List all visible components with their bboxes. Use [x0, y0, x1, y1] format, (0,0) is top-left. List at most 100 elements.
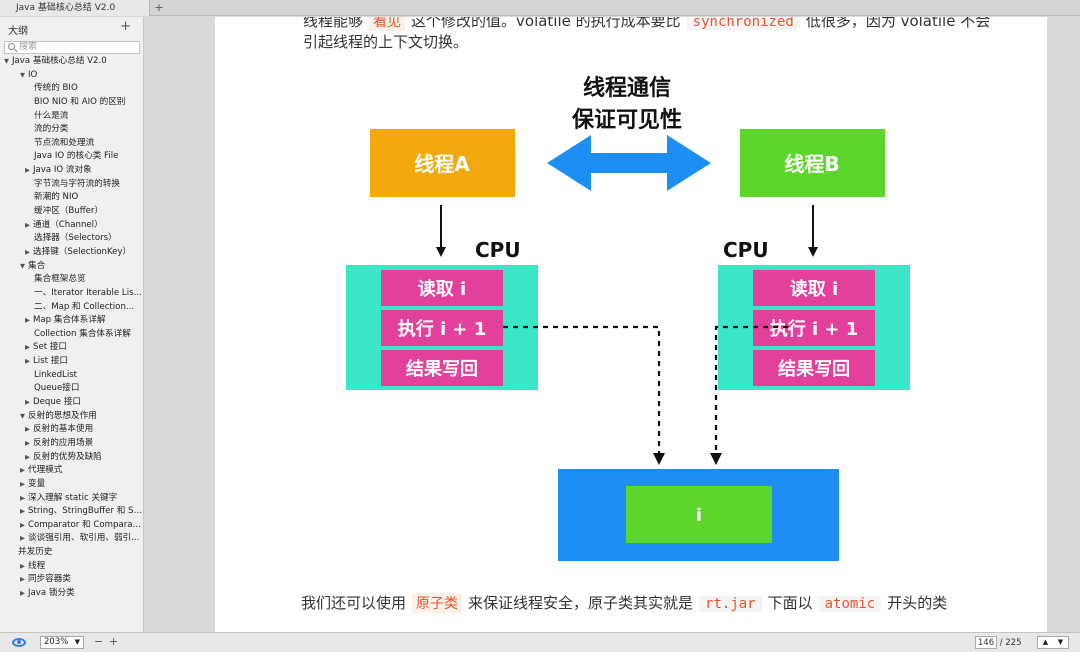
outline-item[interactable]: 传统的 BIO	[0, 82, 143, 96]
outline-item-label: 反射的优势及缺陷	[33, 451, 102, 462]
disclosure-closed-icon[interactable]: ▶	[20, 588, 25, 597]
disclosure-open-icon[interactable]: ▼	[20, 70, 25, 79]
cpu-right-step-exec-label: 执行 i + 1	[770, 318, 859, 340]
page-down-button[interactable]: ▼	[1057, 638, 1064, 646]
outline-item[interactable]: 选择器（Selectors）	[0, 232, 143, 246]
disclosure-closed-icon[interactable]: ▶	[25, 247, 30, 256]
disclosure-open-icon[interactable]: ▼	[20, 261, 25, 270]
disclosure-closed-icon[interactable]: ▶	[20, 466, 25, 475]
outline-item[interactable]: ▶Set 接口	[0, 341, 143, 355]
disclosure-closed-icon[interactable]: ▶	[25, 425, 30, 434]
outline-item[interactable]: 一、Iterator Iterable Lis...	[0, 287, 143, 301]
thread-communication-diagram: 线程通信 保证可见性 线程A 线程B CPU CPU 读取 i 执行 i + 1	[346, 75, 910, 561]
outline-item[interactable]: ▶深入理解 static 关键字	[0, 492, 143, 506]
outline-item-label: 并发历史	[18, 547, 53, 558]
outline-item[interactable]: 并发历史	[0, 546, 143, 560]
outline-item[interactable]: ▶Deque 接口	[0, 396, 143, 410]
disclosure-closed-icon[interactable]: ▶	[25, 220, 30, 229]
outline-item[interactable]: Queue接口	[0, 382, 143, 396]
eye-icon[interactable]	[12, 638, 26, 647]
outline-item[interactable]: 节点流和处理流	[0, 137, 143, 151]
outline-add-button[interactable]: +	[120, 19, 131, 34]
outline-item[interactable]: ▶Java IO 流对象	[0, 164, 143, 178]
text: 来保证线程安全，原子类其实就是	[468, 594, 694, 612]
disclosure-open-icon[interactable]: ▼	[4, 57, 9, 65]
page-up-button[interactable]: ▲	[1042, 638, 1049, 646]
cpu-left-step-write	[381, 350, 503, 386]
disclosure-closed-icon[interactable]: ▶	[25, 357, 30, 366]
page-indicator: 146 / 225	[975, 636, 1022, 650]
outline-item[interactable]: ▶Map 集合体系详解	[0, 314, 143, 328]
disclosure-closed-icon[interactable]: ▶	[20, 520, 25, 529]
disclosure-closed-icon[interactable]: ▶	[20, 575, 25, 584]
outline-item[interactable]: Java IO 的核心类 File	[0, 150, 143, 164]
disclosure-closed-icon[interactable]: ▶	[20, 507, 25, 516]
outline-item[interactable]: ▶线程	[0, 560, 143, 574]
outline-item[interactable]: 新潮的 NIO	[0, 191, 143, 205]
outline-item[interactable]: ▼反射的思想及作用	[0, 410, 143, 424]
disclosure-closed-icon[interactable]: ▶	[25, 452, 30, 461]
thread-a-box	[370, 129, 515, 197]
outline-item[interactable]: ▶Java 锁分类	[0, 587, 143, 601]
outline-item[interactable]: ▶反射的优势及缺陷	[0, 451, 143, 465]
thread-b-label: 线程B	[784, 152, 839, 176]
outline-item[interactable]: ▶代理模式	[0, 464, 143, 478]
disclosure-closed-icon[interactable]: ▶	[25, 166, 30, 175]
zoom-in-button[interactable]: +	[109, 635, 119, 648]
outline-item[interactable]: ▶通道（Channel）	[0, 219, 143, 233]
outline-item-label: 节点流和处理流	[34, 137, 95, 148]
disclosure-closed-icon[interactable]: ▶	[20, 479, 25, 488]
outline-item[interactable]: 流的分类	[0, 123, 143, 137]
arrowhead-icon	[653, 453, 665, 465]
outline-item-label: String、StringBuffer 和 Stri...	[28, 506, 143, 517]
dashed-connector-right	[714, 325, 788, 455]
outline-item[interactable]: 二、Map 和 Collection...	[0, 301, 143, 315]
outline-item[interactable]: ▼IO	[0, 69, 143, 83]
cpu-right-step-write-label: 结果写回	[778, 358, 850, 380]
arrowhead-icon	[808, 247, 818, 257]
outline-item[interactable]: ▼Java 基础核心总结 V2.0	[0, 55, 143, 69]
outline-item[interactable]: ▶String、StringBuffer 和 Stri...	[0, 505, 143, 519]
outline-item[interactable]: LinkedList	[0, 369, 143, 383]
disclosure-closed-icon[interactable]: ▶	[20, 561, 25, 570]
disclosure-closed-icon[interactable]: ▶	[25, 343, 30, 352]
outline-item-label: 什么是流	[34, 110, 69, 121]
zoom-select[interactable]: 203% ▼	[40, 636, 84, 649]
disclosure-closed-icon[interactable]: ▶	[20, 493, 25, 502]
outline-item-label: Java 锁分类	[28, 587, 75, 598]
cpu-left-label: CPU	[475, 238, 521, 262]
document-tab[interactable]: Java 基础核心总结 V2.0	[0, 0, 150, 16]
zoom-out-button[interactable]: −	[94, 635, 104, 648]
memory-variable-box	[626, 486, 772, 543]
text: 下面以	[767, 594, 813, 612]
outline-item[interactable]: ▶谈谈强引用、软引用、弱引...	[0, 532, 143, 546]
highlight-text: 看见	[369, 17, 406, 31]
outline-item[interactable]: ▶反射的基本使用	[0, 423, 143, 437]
new-tab-button[interactable]: +	[154, 1, 164, 14]
disclosure-closed-icon[interactable]: ▶	[20, 534, 25, 543]
search-icon	[8, 43, 15, 50]
outline-item-label: Comparator 和 Comparable	[28, 519, 143, 530]
outline-search-input[interactable]: 搜索	[4, 41, 140, 54]
outline-item[interactable]: ▶反射的应用场景	[0, 437, 143, 451]
outline-item[interactable]: BIO NIO 和 AIO 的区别	[0, 96, 143, 110]
outline-item[interactable]: 集合框架总览	[0, 273, 143, 287]
disclosure-open-icon[interactable]: ▼	[20, 411, 25, 420]
outline-item[interactable]: ▼集合	[0, 260, 143, 274]
outline-item[interactable]: ▶Comparator 和 Comparable	[0, 519, 143, 533]
outline-item[interactable]: 字节流与字符流的转换	[0, 178, 143, 192]
outline-item-label: 传统的 BIO	[34, 83, 78, 94]
outline-item-label: 通道（Channel）	[33, 219, 103, 230]
outline-item[interactable]: 缓冲区（Buffer）	[0, 205, 143, 219]
outline-item[interactable]: 什么是流	[0, 110, 143, 124]
disclosure-closed-icon[interactable]: ▶	[25, 316, 30, 325]
outline-item[interactable]: ▶同步容器类	[0, 573, 143, 587]
page-number-input[interactable]: 146	[975, 636, 997, 649]
disclosure-closed-icon[interactable]: ▶	[25, 398, 30, 407]
outline-item[interactable]: ▶List 接口	[0, 355, 143, 369]
outline-item[interactable]: ▶变量	[0, 478, 143, 492]
outline-item[interactable]: Collection 集合体系详解	[0, 328, 143, 342]
outline-item[interactable]: ▶选择键（SelectionKey）	[0, 246, 143, 260]
disclosure-closed-icon[interactable]: ▶	[25, 438, 30, 447]
